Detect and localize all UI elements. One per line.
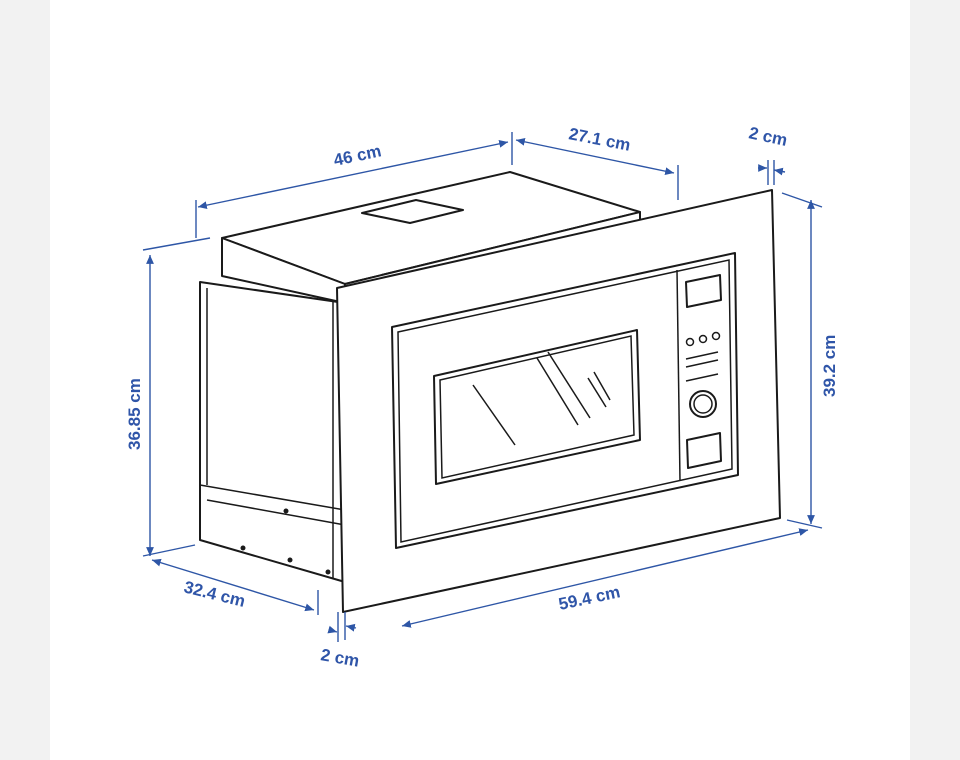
- control-button: [698, 334, 708, 344]
- dim-label-rear-top-depth: 27.1 cm: [567, 124, 632, 155]
- body-side: [199, 281, 346, 583]
- control-button: [685, 337, 695, 347]
- door-release-button: [686, 432, 722, 469]
- dim-label-frame-thickness-top: 2 cm: [747, 123, 789, 150]
- control-panel: [685, 274, 722, 469]
- dim-label-body-width: 46 cm: [332, 141, 383, 170]
- microwave-line-drawing: [199, 171, 781, 613]
- dim-label-body-height: 36.85 cm: [125, 378, 144, 450]
- control-button: [711, 331, 721, 341]
- display-window: [685, 274, 722, 308]
- dimension-lines: [142, 132, 823, 642]
- front-frame: [336, 189, 781, 613]
- dim-label-front-height: 39.2 cm: [820, 335, 839, 397]
- dim-label-frame-thickness-bottom: 2 cm: [319, 645, 360, 670]
- dim-label-body-depth: 32.4 cm: [182, 577, 247, 611]
